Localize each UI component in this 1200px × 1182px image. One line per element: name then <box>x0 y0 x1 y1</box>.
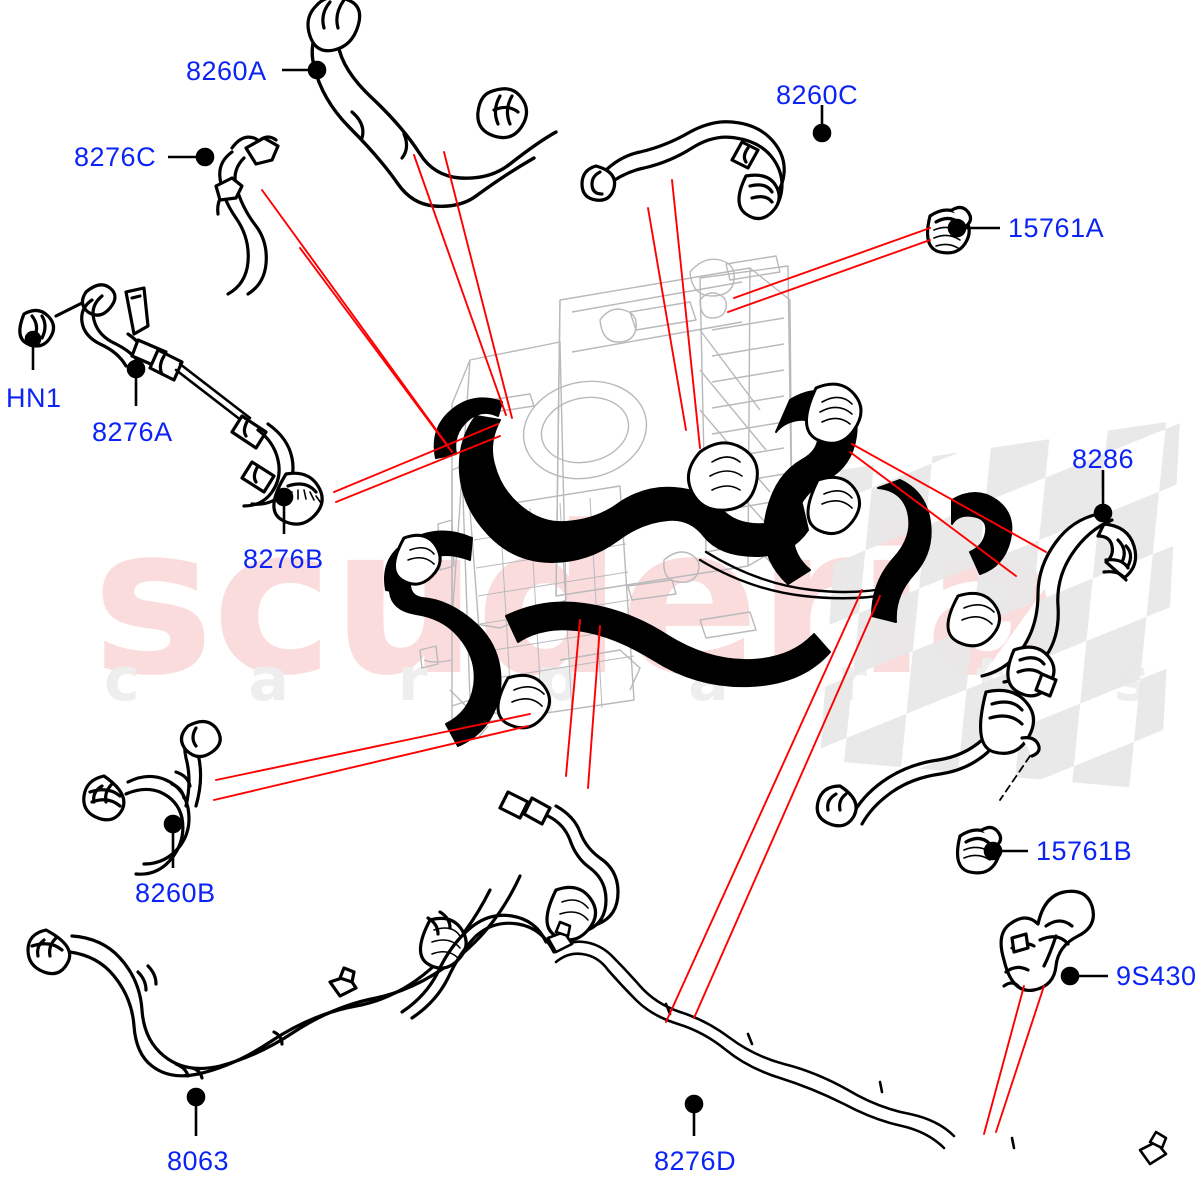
callout-label-8276A[interactable]: 8276A <box>92 417 173 447</box>
callout-label-8260B[interactable]: 8260B <box>135 878 216 908</box>
leader-8276C <box>168 147 215 167</box>
part-8276C <box>214 135 280 296</box>
part-8286 <box>815 512 1138 828</box>
leader-HN1 <box>24 330 42 370</box>
callout-label-15761B[interactable]: 15761B <box>1036 836 1133 866</box>
callout-label-8260C[interactable]: 8260C <box>776 80 859 110</box>
leader-8260C <box>812 105 832 143</box>
leader-8063 <box>186 1087 206 1136</box>
leader-8260B <box>163 814 183 868</box>
callout-label-8276B[interactable]: 8276B <box>243 544 324 574</box>
callout-label-15761A[interactable]: 15761A <box>1008 213 1105 243</box>
part-8260A <box>306 0 558 208</box>
leader-8276B <box>274 487 294 534</box>
callout-label-9S430[interactable]: 9S430 <box>1116 961 1197 991</box>
callout-label-8260A[interactable]: 8260A <box>186 56 267 86</box>
part-8276A <box>54 283 252 426</box>
callout-label-HN1[interactable]: HN1 <box>6 383 62 413</box>
leader-15761A <box>947 218 1000 238</box>
part-15761B <box>956 825 1003 875</box>
callout-label-8063[interactable]: 8063 <box>167 1146 230 1176</box>
central-hose-bundle <box>384 382 1013 747</box>
part-8276D <box>546 920 1168 1166</box>
part-8260B <box>82 719 222 876</box>
leader-8260A <box>282 60 327 80</box>
leader-8276D <box>684 1094 704 1136</box>
leader-8286 <box>1093 470 1113 523</box>
callout-label-8276C[interactable]: 8276C <box>74 142 157 172</box>
part-8276B <box>230 414 324 526</box>
callout-label-8286[interactable]: 8286 <box>1072 444 1135 474</box>
callout-label-8276D[interactable]: 8276D <box>654 1146 737 1176</box>
part-8260C <box>580 120 786 221</box>
leader-8276A <box>126 359 146 406</box>
part-8063 <box>26 874 522 1080</box>
leader-9S430 <box>1060 966 1108 986</box>
leader-15761B <box>983 841 1028 861</box>
